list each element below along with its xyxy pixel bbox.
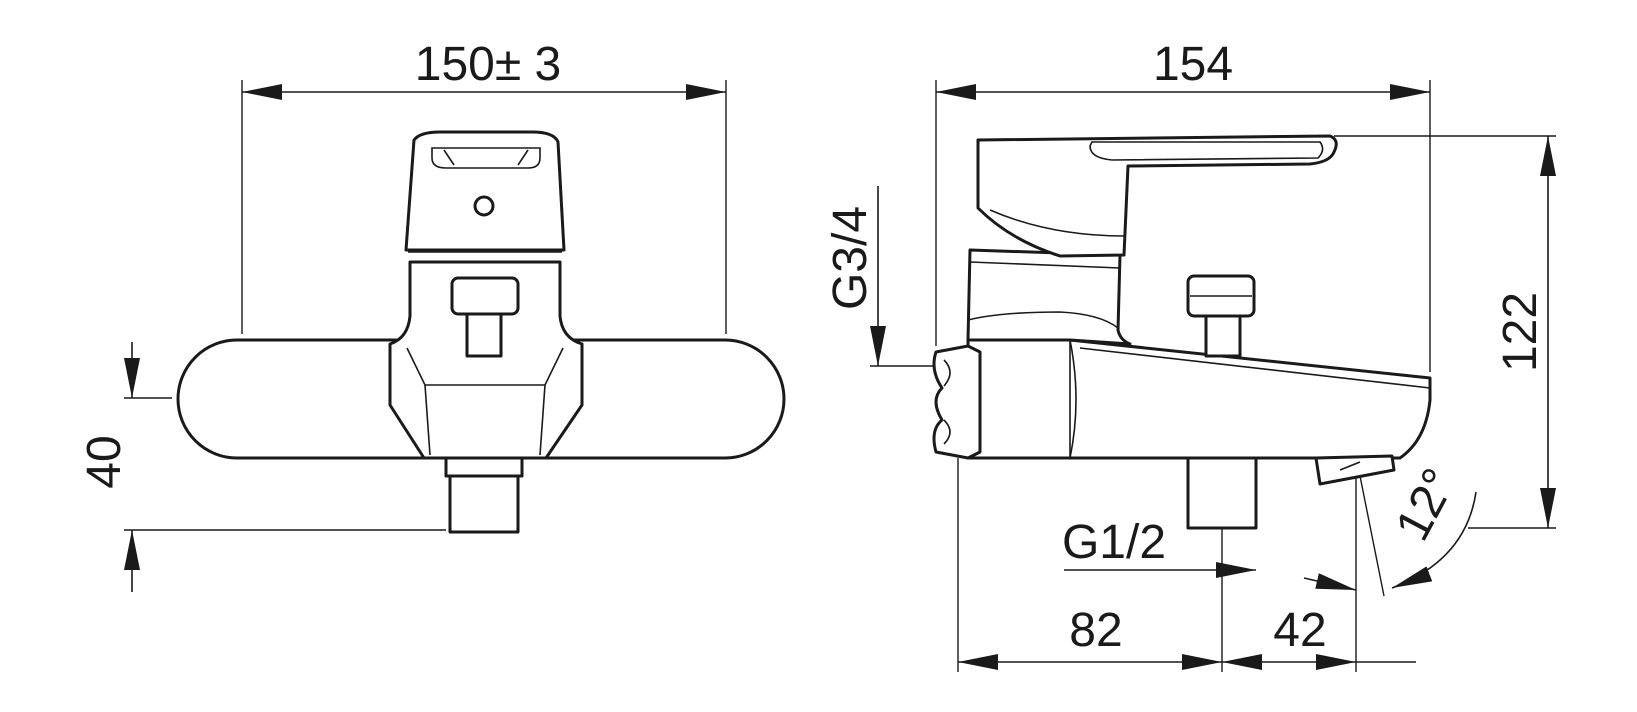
side-lever bbox=[976, 134, 1338, 258]
front-diverter-knob bbox=[450, 276, 520, 316]
side-inlet-nut-facet bbox=[943, 359, 951, 445]
front-handle-indicator bbox=[473, 195, 495, 217]
angle-ref-line bbox=[1359, 475, 1385, 597]
side-outlet-pipe bbox=[1186, 456, 1258, 530]
front-handle bbox=[404, 130, 566, 252]
dim-width-label: 150± 3 bbox=[415, 38, 561, 91]
spout-angle-label: 12° bbox=[1386, 460, 1467, 549]
side-diverter-stem bbox=[1204, 314, 1242, 358]
front-center-housing bbox=[388, 260, 584, 460]
side-aerator bbox=[1314, 454, 1396, 486]
spout-offset-label: 42 bbox=[1273, 604, 1326, 657]
dim-depth-label: 154 bbox=[1153, 38, 1233, 91]
outlet-thread-label: G1/2 bbox=[1062, 516, 1166, 569]
side-column-ring bbox=[969, 261, 1121, 269]
side-body bbox=[966, 338, 1432, 460]
front-view bbox=[176, 130, 786, 534]
side-view bbox=[932, 134, 1432, 530]
side-column-ridge bbox=[967, 311, 1119, 329]
side-spout-edge bbox=[1079, 347, 1431, 389]
dim-height-label: 122 bbox=[1494, 292, 1547, 372]
angle-arrow-left bbox=[1303, 573, 1357, 591]
front-outlet-pipe bbox=[448, 474, 520, 534]
front-diverter-stem bbox=[465, 312, 503, 358]
inlet-thread-label: G3/4 bbox=[824, 206, 877, 310]
side-body-curve bbox=[1069, 339, 1077, 459]
angle-arc bbox=[1391, 491, 1477, 589]
outlet-offset-label: 82 bbox=[1069, 604, 1122, 657]
side-lever-underside bbox=[989, 209, 1125, 237]
side-aerator-tip bbox=[1339, 461, 1361, 471]
dim-height-label: 40 bbox=[78, 435, 131, 488]
front-handle-grip-inner bbox=[443, 149, 529, 166]
front-outlet-nut bbox=[444, 456, 524, 478]
side-lever-inner bbox=[1089, 141, 1324, 161]
side-inlet-nut bbox=[932, 344, 982, 460]
front-housing-facet bbox=[406, 347, 564, 386]
front-handle-grip bbox=[431, 147, 541, 169]
side-column bbox=[966, 248, 1132, 346]
front-dimensions: 150± 3 40 bbox=[78, 38, 727, 592]
front-housing-facet-lower bbox=[424, 384, 546, 456]
